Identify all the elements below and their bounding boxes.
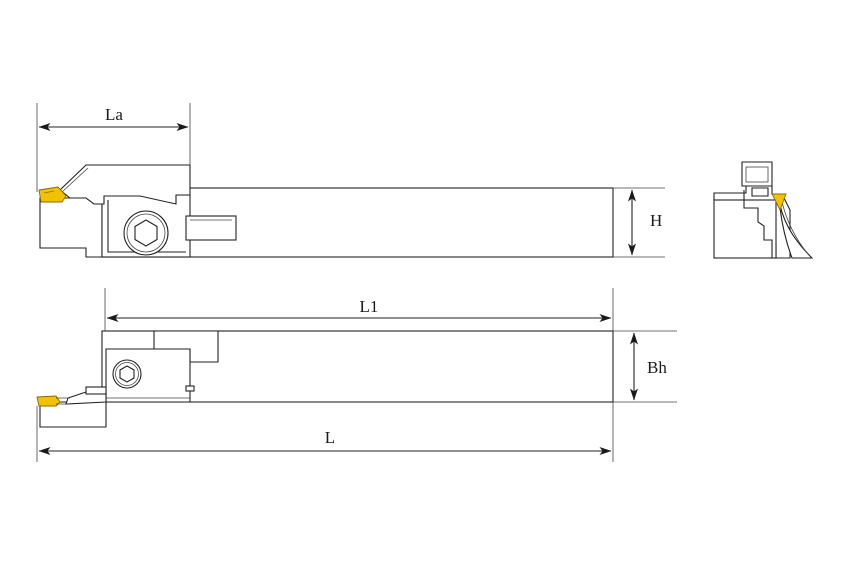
dimension-h-label: H bbox=[650, 211, 662, 230]
dimension-l1-label: L1 bbox=[360, 297, 379, 316]
dimension-bh-label: Bh bbox=[647, 358, 667, 377]
dimension-l1: L1 bbox=[106, 297, 612, 322]
side-insert bbox=[771, 193, 787, 212]
side-body bbox=[713, 199, 777, 259]
top-view bbox=[36, 330, 614, 428]
side-view bbox=[713, 161, 814, 259]
front-insert bbox=[38, 186, 67, 203]
top-pin bbox=[185, 385, 195, 392]
dimension-l: L bbox=[38, 428, 612, 455]
dimension-l-label: L bbox=[325, 428, 335, 447]
side-flank bbox=[777, 195, 814, 259]
dimension-bh: Bh bbox=[630, 332, 667, 401]
dimension-la-label: La bbox=[105, 105, 123, 124]
front-head-block bbox=[39, 197, 103, 258]
top-insert bbox=[36, 395, 61, 407]
dimension-h: H bbox=[628, 189, 662, 256]
extension-lines bbox=[36, 103, 677, 462]
side-clamp-top bbox=[741, 161, 773, 187]
front-view bbox=[38, 164, 614, 258]
hex-socket-screw-icon bbox=[123, 210, 169, 256]
hex-socket-screw-icon bbox=[112, 359, 142, 389]
dimension-la: La bbox=[38, 105, 189, 131]
